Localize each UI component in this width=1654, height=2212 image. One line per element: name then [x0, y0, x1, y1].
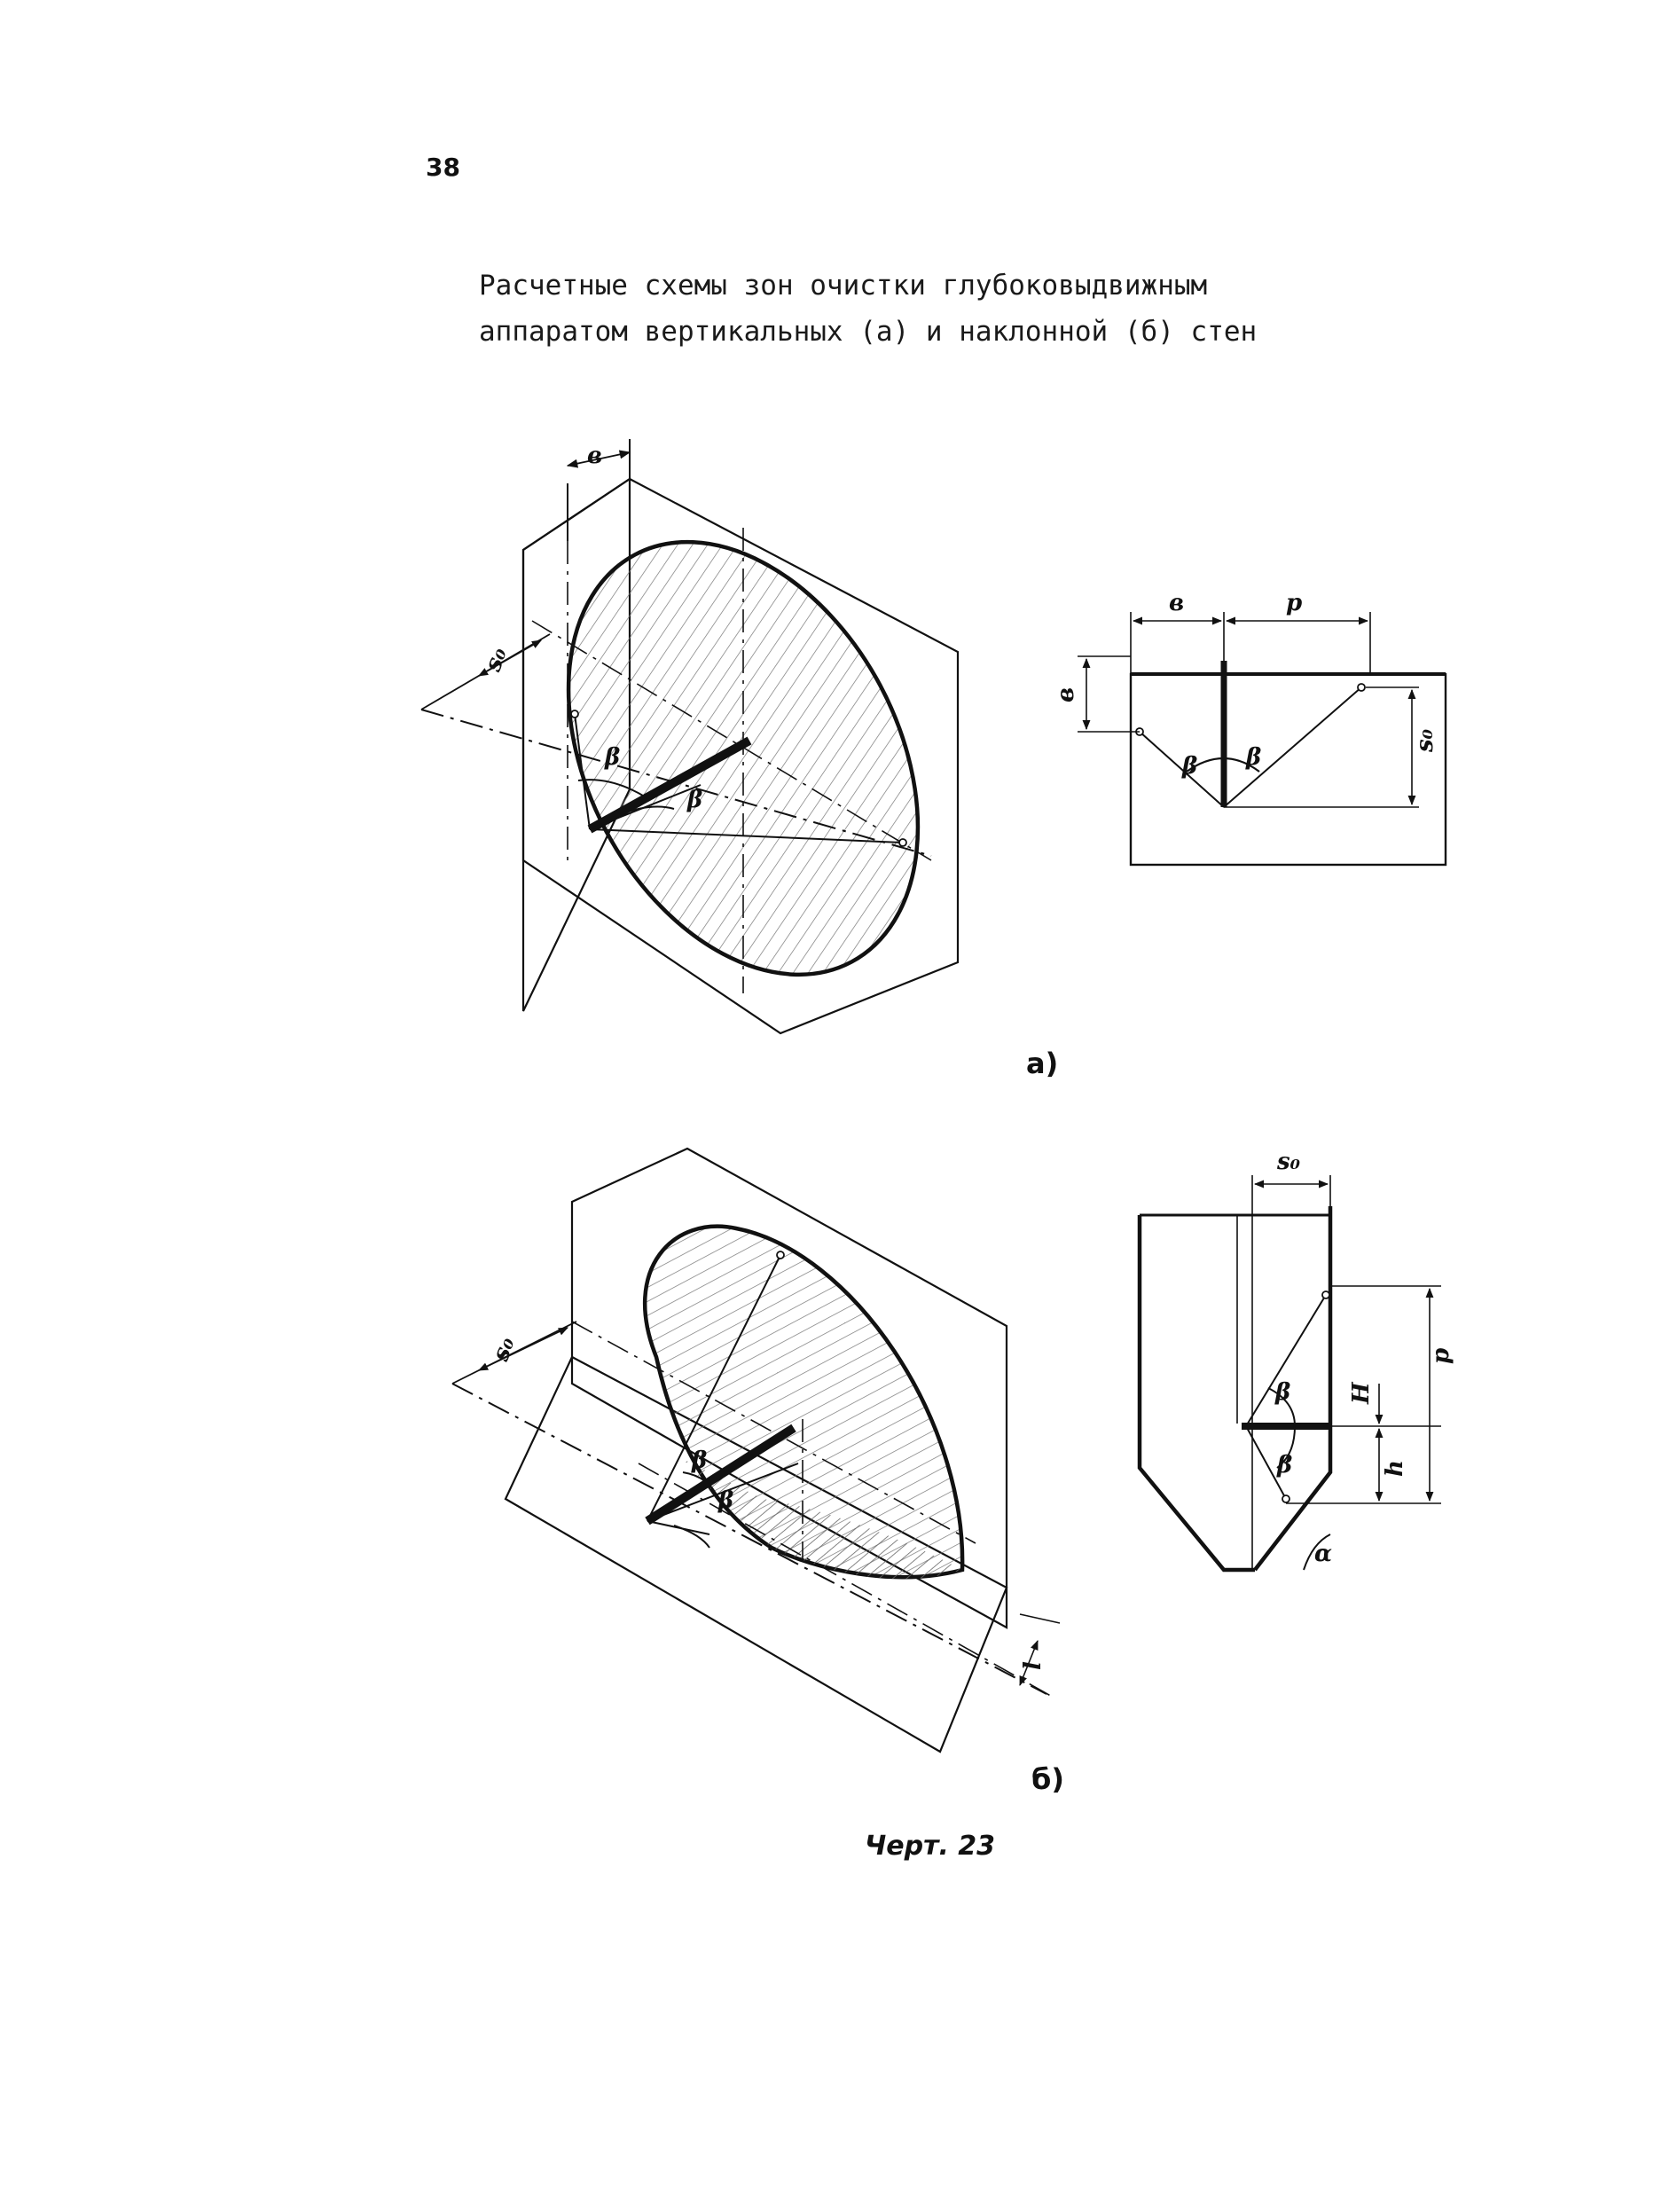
label-beta2-axon-b: β — [717, 1487, 733, 1514]
label-beta1-section-b: β — [1274, 1379, 1290, 1406]
panel-a-axonometric — [420, 439, 960, 1035]
label-s-axon-a: s₀ — [480, 644, 513, 676]
label-beta1-axon-b: β — [691, 1447, 707, 1474]
section-box-a — [1129, 672, 1447, 867]
label-alpha-section-b: α — [1314, 1541, 1332, 1567]
lance-b — [645, 1424, 796, 1526]
panel-a-section-labels: в p в s₀ β β — [1053, 590, 1438, 780]
title-line-2: аппаратом вертикальных (а) и наклонной (… — [479, 316, 1258, 348]
lance-a — [587, 736, 752, 834]
label-b-section-a: в — [1169, 590, 1184, 616]
figure-caption: Черт. 23 — [865, 1831, 996, 1862]
label-H-section-b: H — [1348, 1381, 1375, 1405]
hopper-outline-b — [1137, 1215, 1255, 1573]
label-beta2-section-b: β — [1276, 1452, 1292, 1479]
label-l-axon-b: l — [1020, 1661, 1046, 1670]
title-line-1: Расчетные схемы зон очистки глубоковыдви… — [479, 270, 1208, 302]
label-s-section-b: s₀ — [1276, 1149, 1301, 1175]
panel-label-b: б) — [1031, 1762, 1064, 1796]
label-s-axon-b: s₀ — [487, 1333, 521, 1365]
panel-b-section-labels: s₀ p H h β β α — [1274, 1149, 1454, 1567]
label-p-section-a: p — [1286, 590, 1302, 616]
label-h-section-b: h — [1382, 1460, 1408, 1477]
label-s-section-a: s₀ — [1412, 728, 1438, 753]
label-b-axon-a: в — [587, 443, 602, 469]
label-b-side-section-a: в — [1053, 687, 1079, 702]
panel-b-section — [1137, 1175, 1441, 1573]
page-number: 38 — [426, 153, 460, 182]
label-beta2-section-a: β — [1245, 744, 1261, 771]
panel-b-axonometric — [451, 1147, 1061, 1753]
page-title: Расчетные схемы зон очистки глубоковыдви… — [479, 263, 1277, 355]
label-p-section-b: p — [1428, 1348, 1454, 1364]
label-beta2-axon-a: β — [686, 787, 702, 813]
cleaning-ellipse-a — [566, 539, 921, 977]
label-beta1-axon-a: β — [604, 744, 620, 771]
panel-label-a: а) — [1026, 1047, 1059, 1080]
wall-plane-b — [570, 1147, 1008, 1629]
label-beta1-section-a: β — [1181, 753, 1197, 780]
panel-a-axon-labels: в s₀ β β — [480, 443, 703, 813]
panel-a-section — [1078, 612, 1447, 867]
